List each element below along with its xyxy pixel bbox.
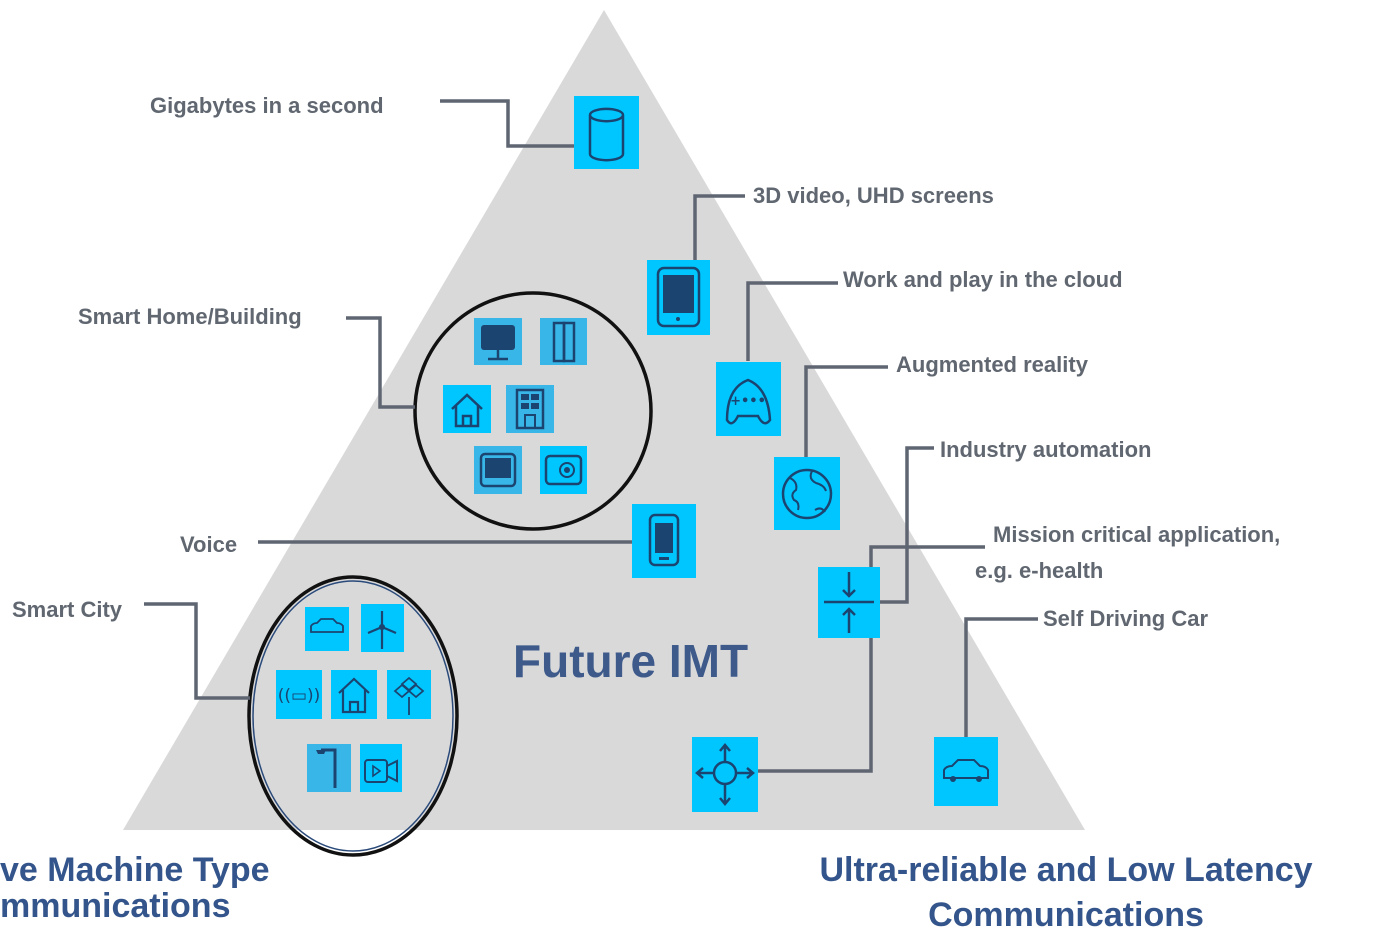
monitor-icon <box>474 318 522 365</box>
svg-text:+•••: +••• <box>730 394 766 409</box>
connector-gigabytes <box>440 99 576 148</box>
safe-icon <box>540 446 587 494</box>
corner-left-line1: ve Machine Type <box>0 851 270 889</box>
connector-cloud <box>746 281 838 361</box>
corner-right-line2: Communications <box>928 896 1204 934</box>
smart-city-ellipse-inner <box>252 580 454 852</box>
connector-industry <box>879 446 934 604</box>
label-voice: Voice <box>180 532 238 557</box>
smart-home-circle <box>413 291 653 531</box>
label-cloud: Work and play in the cloud <box>843 267 1123 292</box>
label-mission-line2: e.g. e-health <box>975 558 1104 583</box>
label-self-driving-car: Self Driving Car <box>1043 606 1209 631</box>
connector-smart-city <box>144 602 250 700</box>
corner-right-line1: Ultra-reliable and Low Latency <box>819 851 1313 889</box>
house-icon <box>443 385 491 433</box>
door-icon <box>540 318 587 365</box>
label-smart-home: Smart Home/Building <box>78 304 302 329</box>
car-icon <box>934 737 998 806</box>
svg-text:((▭)): ((▭)) <box>278 686 321 706</box>
camera-icon <box>360 744 402 792</box>
center-title: Future IMT <box>513 635 749 687</box>
label-smart-city: Smart City <box>12 597 123 622</box>
phone-icon <box>632 504 696 578</box>
city-car-icon <box>305 607 349 651</box>
gamepad-icon: +••• <box>716 362 781 436</box>
label-industry: Industry automation <box>940 437 1152 462</box>
smart-grid-icon <box>387 670 431 719</box>
corner-left-line2: mmunications <box>0 887 231 925</box>
label-mission-line1: Mission critical application, <box>993 522 1281 547</box>
label-video: 3D video, UHD screens <box>753 183 994 208</box>
connector-ar <box>804 365 888 457</box>
connector-car <box>964 617 1038 737</box>
database-icon <box>574 96 639 169</box>
signal-icon: ((▭)) <box>276 670 322 719</box>
building-icon <box>506 385 554 433</box>
globe-icon <box>774 457 840 530</box>
connector-video <box>693 194 745 262</box>
tablet-icon <box>647 260 710 335</box>
label-gigabytes: Gigabytes in a second <box>150 93 384 118</box>
display-icon <box>474 446 522 494</box>
connector-mission <box>758 545 985 773</box>
smart-city-ellipse <box>247 575 459 857</box>
label-ar: Augmented reality <box>896 352 1088 377</box>
converge-arrows-icon <box>818 567 880 638</box>
four-way-arrows-icon <box>692 737 758 812</box>
wind-turbine-icon <box>361 604 404 652</box>
city-house-icon <box>331 670 377 719</box>
street-lamp-icon <box>307 744 351 792</box>
connector-smart-home <box>346 316 415 409</box>
